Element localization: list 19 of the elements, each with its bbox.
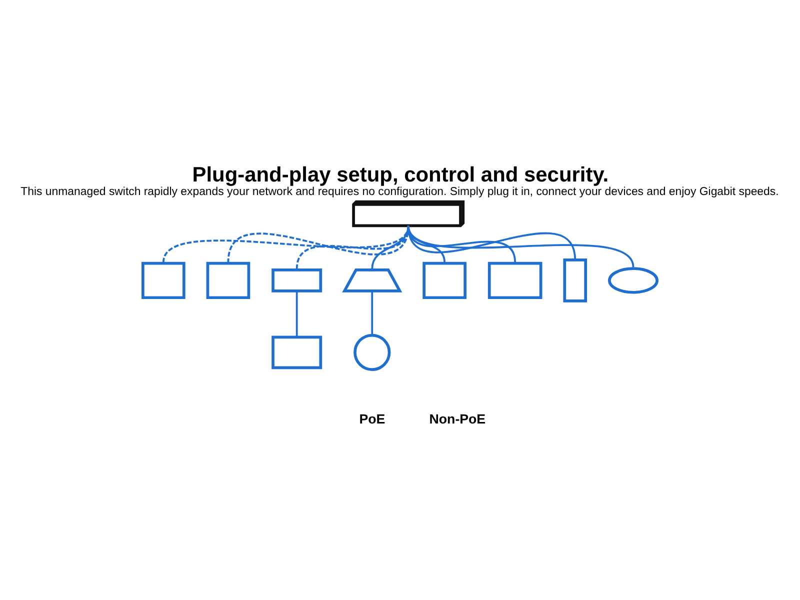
node-trapezium — [342, 268, 402, 292]
node-box — [272, 268, 322, 292]
diagram-title: Plug-and-play setup, control and security. — [192, 163, 609, 186]
caption: This unmanaged switch rapidly expands your network and requires no configuration. Simply plug it in, connect your devices and enjoy Gigabit speeds. — [20, 186, 779, 198]
connector — [296, 292, 298, 336]
node-box — [142, 262, 186, 300]
node-box — [272, 336, 322, 370]
node-box — [422, 262, 466, 300]
connector — [407, 225, 634, 268]
legend-label: Non-PoE — [429, 412, 486, 427]
node-box — [488, 262, 542, 300]
node-box — [206, 262, 250, 300]
legend-label: PoE — [359, 412, 386, 427]
node-box — [563, 258, 588, 302]
node-ellipse — [608, 267, 658, 294]
connector — [371, 292, 374, 336]
node-circle — [354, 334, 391, 371]
connector — [371, 226, 410, 270]
connector — [296, 225, 410, 270]
